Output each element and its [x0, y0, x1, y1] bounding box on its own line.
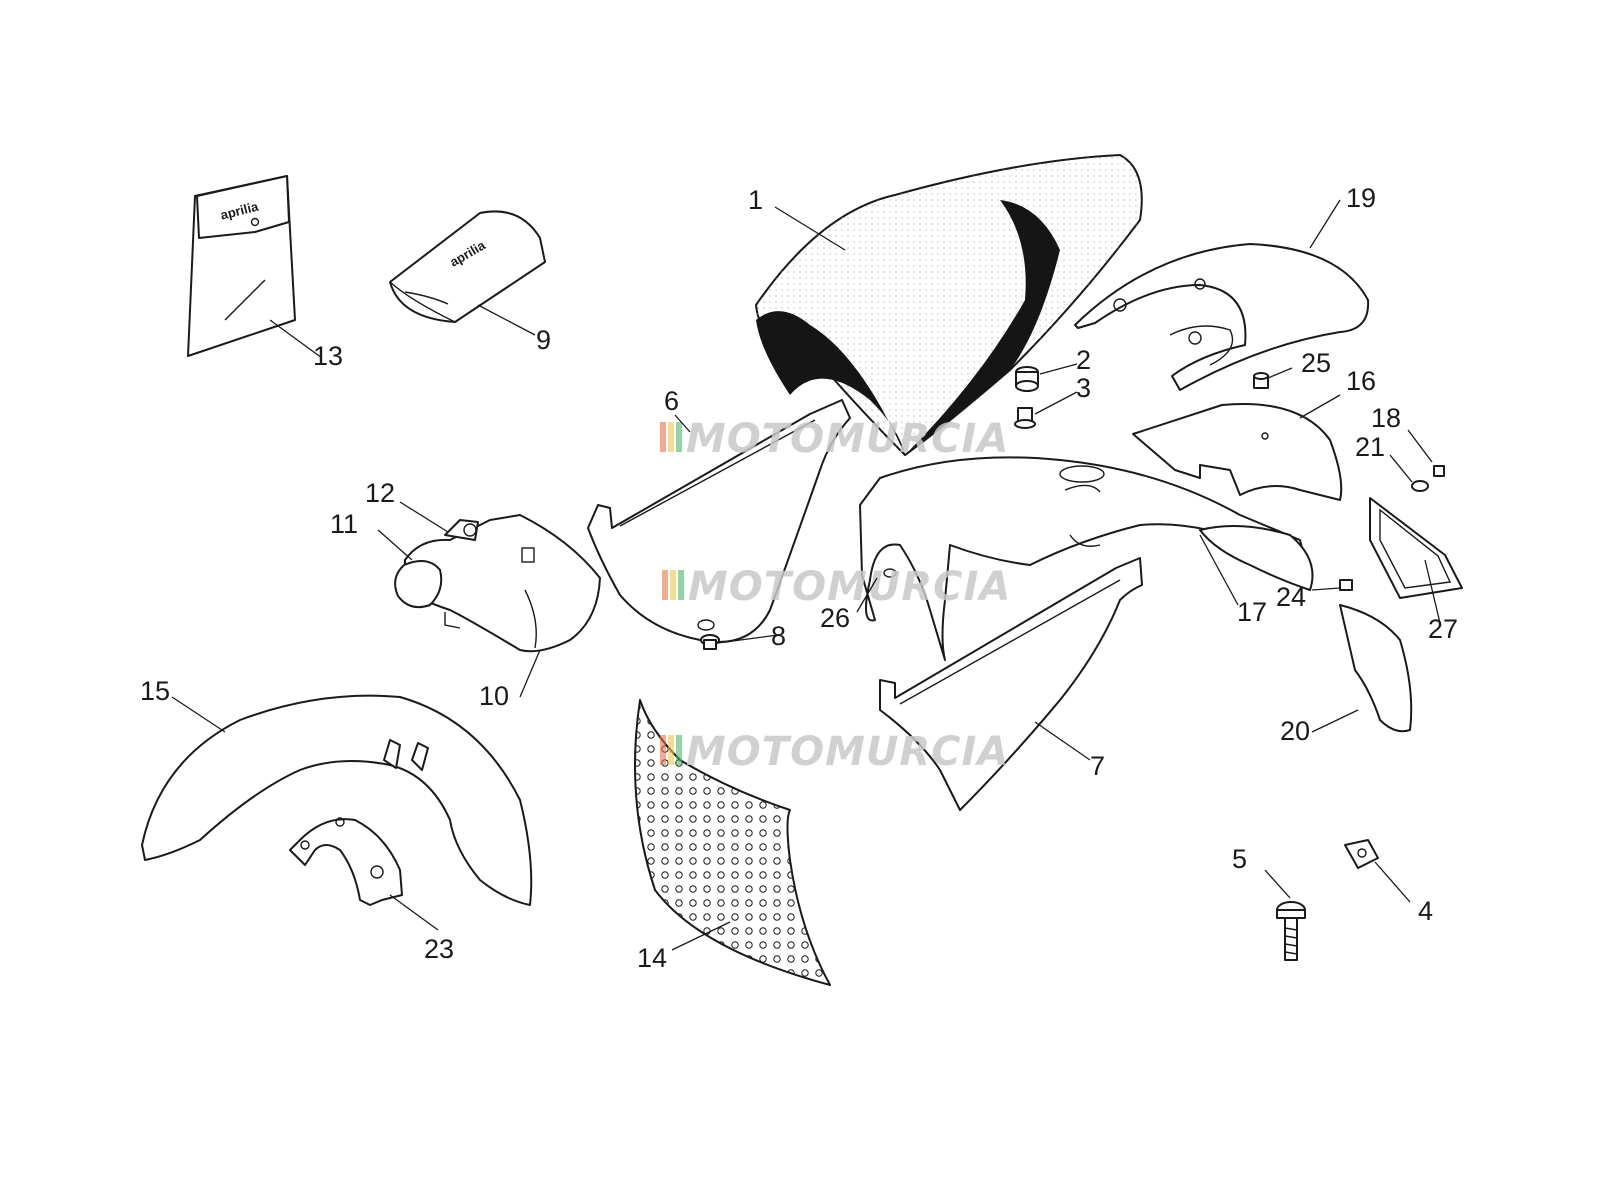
svg-text:MOTOMURCIA: MOTOMURCIA [686, 729, 1009, 775]
watermark: MOTOMURCIA MOTOMURCIA MOTOMURCIA [660, 416, 1011, 775]
washer-part [1411, 480, 1429, 492]
callout-8: 8 [771, 621, 786, 651]
grommet-part [1253, 372, 1269, 389]
callout-2: 2 [1076, 345, 1091, 375]
callout-16: 16 [1346, 366, 1376, 396]
callout-15: 15 [140, 676, 170, 706]
right-side-cover-part [879, 557, 1143, 811]
rear-undertray-part [859, 456, 1306, 661]
screw-part [1433, 465, 1445, 477]
callout-14: 14 [637, 943, 667, 973]
clip-nut-part [1344, 839, 1379, 869]
spacer-part [1014, 407, 1036, 429]
tool-bag-part: aprilia [187, 175, 296, 357]
svg-text:MOTOMURCIA: MOTOMURCIA [686, 416, 1009, 462]
rear-mudguard-inner-part [1199, 525, 1314, 591]
plate-frame-part [1369, 497, 1463, 599]
tool-pouch-part: aprilia [389, 210, 546, 323]
callout-17: 17 [1237, 597, 1267, 627]
rubber-bumper-part [1015, 366, 1039, 392]
left-side-cover-part [587, 399, 851, 643]
callout-18: 18 [1371, 403, 1401, 433]
svg-text:MOTOMURCIA: MOTOMURCIA [688, 564, 1011, 610]
rubber-grommet-part [700, 634, 720, 650]
belly-pan-part [634, 699, 831, 986]
callout-12: 12 [365, 478, 395, 508]
leader-lines [171, 199, 1441, 951]
callout-26: 26 [820, 603, 850, 633]
nut-part [1339, 579, 1353, 591]
callout-11: 11 [330, 509, 358, 539]
callout-10: 10 [479, 681, 509, 711]
callout-24: 24 [1276, 582, 1306, 612]
front-fender-part [141, 694, 533, 906]
callout-labels: 1 2 3 4 5 6 7 8 9 10 11 12 13 14 15 16 1… [140, 183, 1458, 973]
seat-part [755, 154, 1143, 456]
callout-4: 4 [1418, 896, 1433, 926]
callout-3: 3 [1076, 373, 1091, 403]
rear-fender-part [1074, 243, 1370, 391]
callout-6: 6 [664, 386, 679, 416]
mudflap-part [1339, 604, 1413, 733]
air-intake-part [394, 514, 601, 653]
callout-9: 9 [536, 325, 551, 355]
callout-7: 7 [1090, 751, 1105, 781]
bolt-part [1276, 901, 1306, 961]
callout-25: 25 [1301, 348, 1331, 378]
callout-1: 1 [748, 185, 763, 215]
callout-23: 23 [424, 934, 454, 964]
callout-5: 5 [1232, 844, 1247, 874]
callout-13: 13 [313, 341, 343, 371]
callout-20: 20 [1280, 716, 1310, 746]
callout-27: 27 [1428, 614, 1458, 644]
fender-bracket-part [289, 817, 403, 906]
callout-19: 19 [1346, 183, 1376, 213]
splash-guard-part [1132, 403, 1343, 501]
callout-21: 21 [1355, 432, 1385, 462]
